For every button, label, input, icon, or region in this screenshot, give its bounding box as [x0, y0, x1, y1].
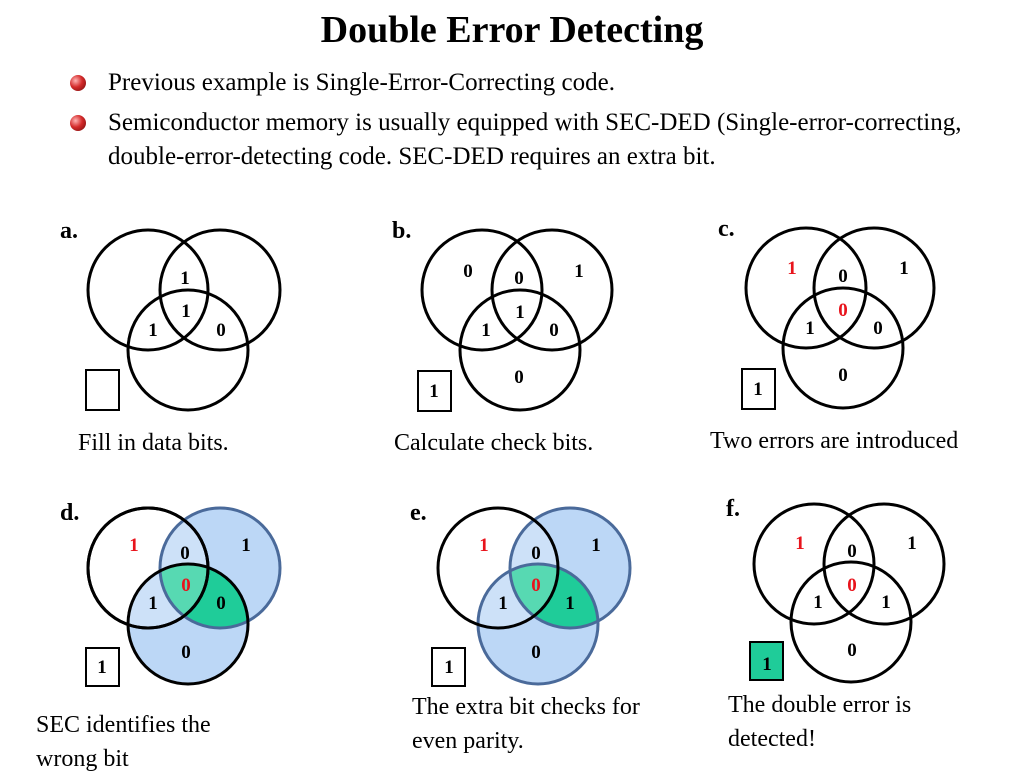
- bullet-icon: [70, 75, 86, 91]
- parity-box: [417, 370, 452, 412]
- bit-right: 1: [907, 533, 917, 554]
- venn-diagram-b: 0 0 1 1 1 0 0 1: [417, 228, 614, 412]
- parity-box: [431, 647, 466, 687]
- panel-a: 1 1 1 0 a. Fill in data bits.: [60, 218, 380, 498]
- panel-letter: c.: [718, 216, 735, 242]
- panel-letter: a.: [60, 218, 78, 244]
- parity-box: [85, 647, 120, 687]
- bit-bottom: 0: [838, 365, 848, 386]
- panel-letter: f.: [726, 496, 740, 522]
- circle-right: [490, 228, 614, 352]
- parity-bit: 1: [753, 379, 763, 400]
- bit-lower-left: 1: [148, 593, 158, 614]
- overlay-left: [88, 508, 208, 628]
- panel-caption: The extra bit checks for even parity.: [412, 694, 640, 754]
- circle-bottom: [781, 286, 905, 410]
- circle-bottom: [126, 288, 250, 412]
- bit-left-error: 1: [479, 535, 489, 556]
- panel-f: 1 0 1 0 1 1 0 1 f. The double error is d…: [726, 496, 1024, 776]
- bit-left-error: 1: [795, 533, 805, 554]
- venn-diagram-c: 1 0 1 0 1 0 0 1: [741, 226, 936, 410]
- slide-title: Double Error Detecting: [320, 9, 704, 51]
- bit-top: 0: [180, 543, 190, 564]
- panel-caption: SEC identifies the wrong bit: [36, 712, 211, 772]
- bit-center: 1: [515, 302, 525, 323]
- panel-caption: Fill in data bits.: [78, 430, 229, 456]
- bit-bottom: 0: [531, 642, 541, 663]
- panel-c: 1 0 1 0 1 0 0 1 c. Two errors are introd…: [710, 216, 1024, 496]
- panel-b: 0 0 1 1 1 0 0 1 b. Calculate check bits.: [392, 218, 712, 498]
- circle-bottom: [458, 288, 582, 412]
- circle-right: [158, 506, 282, 630]
- circle-right: [158, 228, 282, 352]
- circle-left: [436, 506, 560, 630]
- circle-right: [822, 502, 946, 626]
- bullet-list: Previous example is Single-Error-Correct…: [70, 66, 990, 180]
- bit-top: 0: [514, 268, 524, 289]
- bit-bottom: 0: [514, 367, 524, 388]
- bit-lower-left: 1: [813, 592, 823, 613]
- bit-center-error: 0: [531, 575, 541, 596]
- parity-bit: 1: [444, 657, 454, 678]
- bit-lower-right: 0: [873, 318, 883, 339]
- panel-letter: e.: [410, 500, 427, 526]
- panel-letter: b.: [392, 218, 412, 244]
- overlay-left: [438, 508, 558, 628]
- bit-top: 0: [838, 266, 848, 287]
- bit-center-error: 0: [838, 300, 848, 321]
- bullet-text: Previous example is Single-Error-Correct…: [108, 69, 615, 96]
- circle-left: [744, 226, 868, 350]
- venn-diagram-e: 1 0 1 0 1 1 0 1: [431, 506, 632, 687]
- bit-mid: 1: [181, 301, 191, 322]
- bit-bottom: 0: [181, 642, 191, 663]
- circle-right: [508, 506, 632, 630]
- parity-bit: 1: [97, 657, 107, 678]
- bit-lower-right: 0: [549, 320, 559, 341]
- bit-lower-right: 1: [881, 592, 891, 613]
- panel-caption: Calculate check bits.: [394, 430, 594, 456]
- bit-right: 1: [241, 535, 251, 556]
- bit-top: 0: [531, 543, 541, 564]
- bit-lower-left: 1: [498, 593, 508, 614]
- parity-box: [741, 368, 776, 410]
- circle-left: [752, 502, 876, 626]
- bullet-item: Previous example is Single-Error-Correct…: [70, 66, 990, 100]
- bit-right: 1: [899, 258, 909, 279]
- bit-lower-left: 1: [481, 320, 491, 341]
- panel-caption: The double error is detected!: [728, 692, 912, 752]
- bit-lower-left: 1: [805, 318, 815, 339]
- parity-box: [85, 369, 120, 411]
- venn-diagram-f: 1 0 1 0 1 1 0 1: [749, 502, 946, 684]
- bullet-item: Semiconductor memory is usually equipped…: [70, 106, 990, 174]
- panel-letter: d.: [60, 500, 80, 526]
- bit-lower-left: 1: [148, 320, 158, 341]
- parity-box-detected: [749, 641, 784, 681]
- panel-d: 1 0 1 0 1 0 0 1 d. SEC identifies the wr…: [36, 500, 380, 780]
- bit-center-error: 0: [181, 575, 191, 596]
- venn-diagram-a: 1 1 1 0: [85, 228, 282, 412]
- bit-left: 0: [463, 261, 473, 282]
- circle-left: [420, 228, 544, 352]
- parity-bit: 1: [429, 381, 439, 402]
- bit-left-error: 1: [129, 535, 139, 556]
- bit-lower-right: 0: [216, 593, 226, 614]
- bit-top: 0: [847, 541, 857, 562]
- bit-center: 1: [180, 268, 190, 289]
- bit-center-error: 0: [847, 575, 857, 596]
- panel-e: 1 0 1 0 1 1 0 1 e. The extra bit checks …: [410, 500, 730, 780]
- circle-bottom: [789, 560, 913, 684]
- bit-lower-right: 0: [216, 320, 226, 341]
- bit-right: 1: [591, 535, 601, 556]
- bit-left-error: 1: [787, 258, 797, 279]
- parity-bit: 1: [762, 654, 772, 675]
- bit-lower-right: 1: [565, 593, 575, 614]
- bit-right: 1: [574, 261, 584, 282]
- bullet-icon: [70, 115, 86, 131]
- circle-left: [86, 228, 210, 352]
- bit-bottom: 0: [847, 640, 857, 661]
- circle-right: [812, 226, 936, 350]
- bullet-text: Semiconductor memory is usually equipped…: [108, 109, 962, 170]
- venn-diagram-d: 1 0 1 0 1 0 0 1: [85, 506, 282, 687]
- panel-caption: Two errors are introduced: [710, 428, 959, 454]
